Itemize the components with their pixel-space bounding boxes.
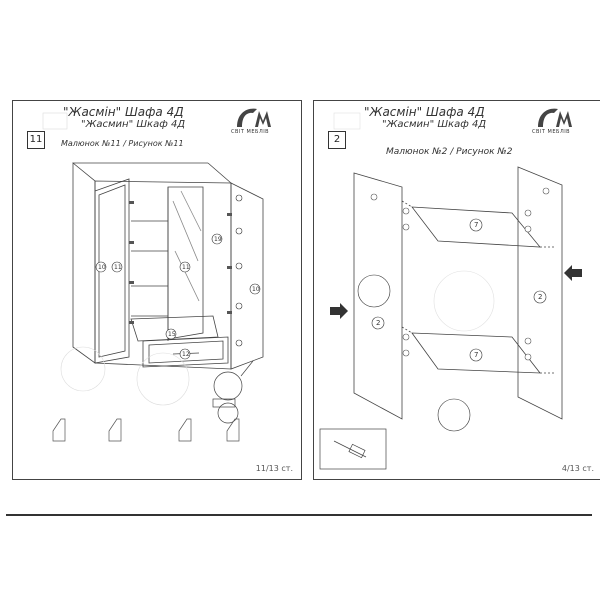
part-label: 2 [376, 319, 380, 327]
part-label: 12 [182, 351, 190, 358]
part-label: 11 [182, 264, 190, 271]
document-title: "Жасмін" Шафа 4Д [364, 105, 485, 119]
instruction-page-left: 10 11 11 10 15 12 19 "Жасмін" Шафа 4Д "Ж… [12, 100, 302, 480]
instruction-page-right: 7 7 2 2 "Жасмін" Шафа 4Д "Жасмин" Шкаф 4… [313, 100, 600, 480]
page-divider-line [6, 514, 592, 516]
brand-logo [538, 108, 572, 127]
brand-logo [237, 108, 271, 127]
brand-name: СВІТ МЕБЛІВ [532, 129, 571, 135]
part-label: 10 [252, 286, 260, 293]
part-label: 10 [98, 264, 106, 271]
document-subtitle: "Жасмин" Шкаф 4Д [81, 119, 186, 130]
part-label: 11 [114, 264, 122, 271]
page-number: 11/13 ст. [255, 464, 293, 473]
figure-caption: Малюнок №11 / Рисунок №11 [61, 139, 184, 148]
part-label: 19 [214, 236, 222, 243]
page-number: 4/13 ст. [561, 464, 594, 473]
brand-name: СВІТ МЕБЛІВ [231, 129, 270, 135]
part-label: 15 [168, 331, 176, 338]
figure-caption: Малюнок №2 / Рисунок №2 [386, 147, 513, 157]
shelf-assembly-drawing: 7 7 2 2 [319, 112, 582, 470]
part-label: 7 [474, 351, 478, 359]
step-number: 2 [328, 131, 346, 149]
part-label: 2 [538, 293, 542, 301]
document-title: "Жасмін" Шафа 4Д [63, 105, 184, 119]
step-number: 11 [27, 131, 45, 149]
wardrobe-assembly-drawing: 10 11 11 10 15 12 19 [42, 112, 264, 442]
part-label: 7 [474, 221, 478, 229]
document-subtitle: "Жасмин" Шкаф 4Д [382, 119, 487, 130]
